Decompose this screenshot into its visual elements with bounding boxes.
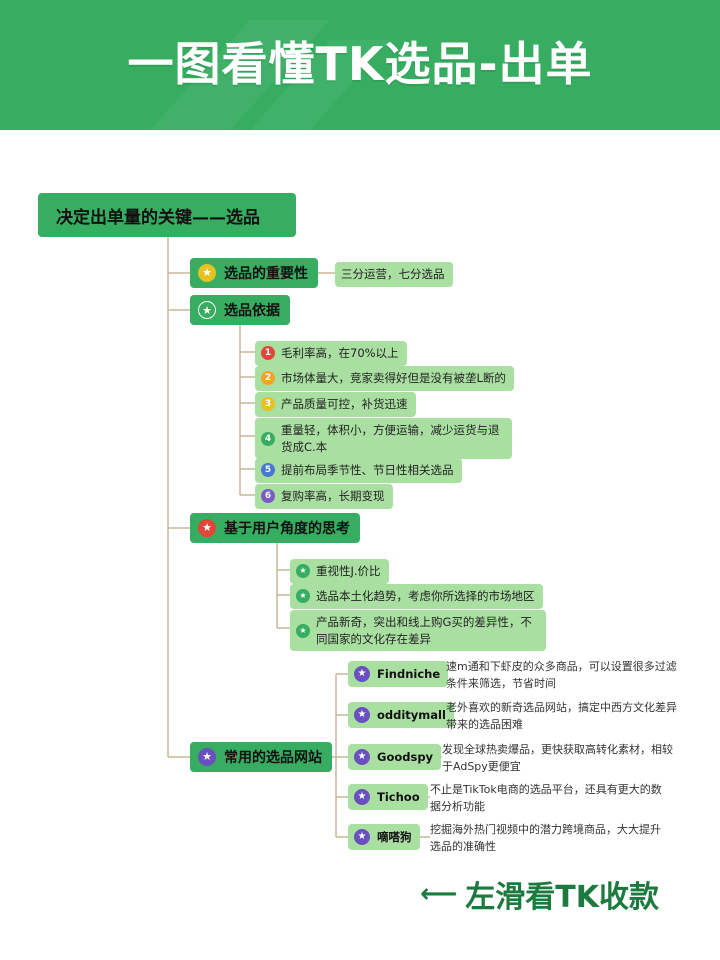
banner-decoration: [150, 20, 390, 130]
basis-item-text: 复购率高，长期变现: [281, 489, 385, 503]
tool-name: Findniche: [377, 667, 441, 681]
tool-name: Tichoo: [377, 790, 420, 804]
branch-basis: ★ 选品依据: [190, 295, 290, 325]
star-icon: ★: [198, 301, 216, 319]
basis-item: 3 产品质量可控，补货迅速: [255, 392, 416, 417]
star-icon: ★: [354, 666, 370, 682]
basis-item: 5 提前布局季节性、节日性相关选品: [255, 458, 462, 483]
branch-importance: ★ 选品的重要性: [190, 258, 318, 288]
star-icon: ★: [354, 749, 370, 765]
swipe-hint: ⟵ 左滑看TK收款: [420, 872, 659, 916]
basis-item-text: 提前布局季节性、节日性相关选品: [281, 463, 454, 477]
star-icon: ★: [296, 623, 310, 638]
star-icon: ★: [198, 264, 216, 282]
star-icon: ★: [354, 829, 370, 845]
tool-odditymall: ★ odditymall: [348, 702, 454, 728]
branch-basis-label: 选品依据: [224, 303, 280, 319]
user-item: ★ 选品本土化趋势，考虑你所选择的市场地区: [290, 584, 543, 609]
branch-tools-label: 常用的选品网站: [224, 750, 322, 766]
number-4-icon: 4: [261, 431, 275, 446]
importance-note-text: 三分运营，七分选品: [341, 267, 445, 281]
basis-item: 4 重量轻，体积小，方便运输，减少运货与退货成C.本: [255, 418, 512, 460]
tool-description: 老外喜欢的新奇选品网站，搞定中西方文化差异带来的选品困难: [446, 701, 677, 731]
tool-name: odditymall: [377, 708, 446, 722]
branch-user: ★ 基于用户角度的思考: [190, 513, 360, 543]
tool-name: 嘀嗒狗: [377, 830, 412, 844]
number-3-icon: 3: [261, 397, 275, 412]
user-item-text: 产品新奇，突出和线上购G买的差异性，不同国家的文化存在差异: [316, 615, 532, 646]
star-icon: ★: [198, 748, 216, 766]
user-item-text: 重视性J.价比: [316, 564, 381, 578]
branch-user-label: 基于用户角度的思考: [224, 521, 350, 537]
root-node: 决定出单量的关键——选品: [38, 193, 296, 237]
branch-tools: ★ 常用的选品网站: [190, 742, 332, 772]
tool-findniche: ★ Findniche: [348, 661, 449, 687]
number-1-icon: 1: [261, 346, 275, 361]
importance-note: 三分运营，七分选品: [335, 262, 453, 287]
title-banner: 一图看懂TK选品-出单: [0, 0, 720, 130]
page-title: 一图看懂TK选品-出单: [127, 37, 593, 91]
basis-item-text: 毛利率高，在70%以上: [281, 346, 399, 360]
branch-importance-label: 选品的重要性: [224, 266, 308, 282]
tool-name: Goodspy: [377, 750, 434, 764]
basis-item: 2 市场体量大，竞家卖得好但是没有被垄L断的: [255, 366, 514, 391]
number-6-icon: 6: [261, 489, 275, 504]
user-item-text: 选品本土化趋势，考虑你所选择的市场地区: [316, 589, 535, 603]
user-item: ★ 重视性J.价比: [290, 559, 389, 584]
swipe-hint-text: 左滑看TK收款: [465, 880, 659, 915]
tool-description: 不止是TikTok电商的选品平台，还具有更大的数据分析功能: [430, 783, 662, 813]
basis-item: 1 毛利率高，在70%以上: [255, 341, 407, 366]
star-icon: ★: [296, 564, 310, 579]
star-icon: ★: [354, 789, 370, 805]
number-5-icon: 5: [261, 463, 275, 478]
left-arrow-icon: ⟵: [420, 879, 458, 909]
tool-goodspy: ★ Goodspy: [348, 744, 442, 770]
star-icon: ★: [198, 519, 216, 537]
tool-description: 发现全球热卖爆品，更快获取高转化素材，相较于AdSpy更便宜: [442, 743, 673, 773]
basis-item-text: 市场体量大，竞家卖得好但是没有被垄L断的: [281, 371, 506, 385]
root-label: 决定出单量的关键——选品: [56, 207, 260, 228]
number-2-icon: 2: [261, 371, 275, 386]
basis-item: 6 复购率高，长期变现: [255, 484, 393, 509]
tool-description: 挖掘海外热门视频中的潜力跨境商品，大大提升选品的准确性: [430, 823, 661, 853]
tool-tichoo: ★ Tichoo: [348, 784, 428, 810]
basis-item-text: 重量轻，体积小，方便运输，减少运货与退货成C.本: [281, 423, 500, 454]
tool-didagou: ★ 嘀嗒狗: [348, 824, 420, 850]
star-icon: ★: [296, 589, 310, 604]
user-item: ★ 产品新奇，突出和线上购G买的差异性，不同国家的文化存在差异: [290, 610, 546, 652]
tool-description: 速m通和下虾皮的众多商品，可以设置很多过滤条件来筛选，节省时间: [446, 660, 677, 690]
star-icon: ★: [354, 707, 370, 723]
basis-item-text: 产品质量可控，补货迅速: [281, 397, 408, 411]
